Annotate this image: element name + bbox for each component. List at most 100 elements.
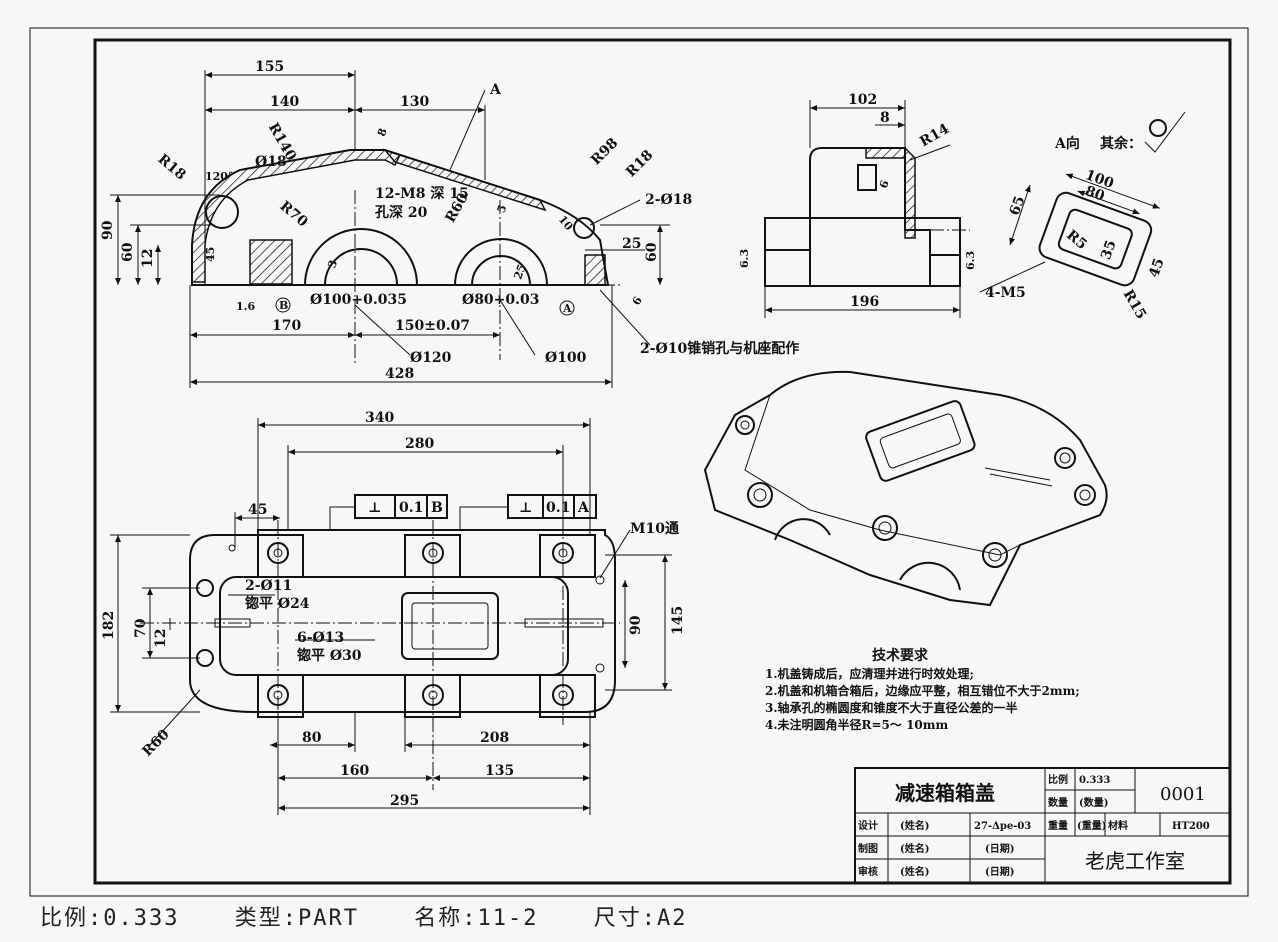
dim-r15: R15 (1120, 287, 1149, 322)
dim-70: 70 (133, 618, 149, 638)
dim-182: 182 (101, 611, 117, 640)
dim-dia100-tol: Ø100+0.035 (310, 292, 407, 308)
dim-280: 280 (405, 436, 434, 452)
datum-b: B (279, 299, 288, 312)
note-6-dia13: 6-Ø13 (297, 630, 344, 646)
dim-r18-right: R18 (623, 147, 656, 180)
footer-size: 尺寸:A2 (593, 906, 688, 931)
dim-170: 170 (272, 318, 301, 334)
roughness-1-6: 1.6 (236, 300, 255, 313)
review-date: (日期) (985, 865, 1014, 878)
weight-value: (重量) (1077, 819, 1106, 832)
dim-140: 140 (270, 94, 299, 110)
dim-130: 130 (400, 94, 429, 110)
roughness-6-3-right: 6.3 (964, 251, 977, 270)
dim-295: 295 (390, 793, 419, 809)
draw-date: (日期) (985, 842, 1014, 855)
note-12-m8: 12-M8 深 15 (375, 185, 469, 202)
rest-label: 其余： (1100, 135, 1142, 152)
datum-a-marker (559, 300, 575, 316)
note-spotface24: 锪平 Ø24 (245, 595, 310, 612)
dim-2-dia18: 2-Ø18 (645, 192, 692, 208)
datum-a: A (562, 302, 572, 315)
note-m10: M10通 (630, 521, 679, 537)
dim-150: 150±0.07 (395, 318, 470, 334)
dim-65: 65 (1007, 194, 1029, 218)
weight-label: 重量 (1048, 819, 1068, 832)
note-pin-holes: 2-Ø10锥销孔与机座配作 (640, 340, 799, 357)
dim-dia100: Ø100 (545, 350, 587, 366)
scale-value: 0.333 (1079, 775, 1110, 786)
dim-8-side: 8 (880, 110, 890, 126)
fcf2-symbol: ⊥ (519, 500, 532, 516)
draw-label: 制图 (858, 842, 878, 855)
dim-r6: 6 (877, 178, 892, 190)
technical-requirements: 技术要求 1.机盖铸成后，应清理并进行时效处理; 2.机盖和机箱合箱后，边缘应平… (765, 647, 1080, 732)
dim-428: 428 (385, 366, 414, 382)
dim-102: 102 (848, 92, 877, 108)
isometric-view (703, 370, 1108, 607)
drawing-number: 27-Δpe-03 (974, 821, 1031, 832)
plan-view: 340 280 45 2-Ø11 锪平 Ø24 6-Ø13 锪平 Ø30 182… (101, 410, 686, 815)
dim-r5: R5 (1063, 227, 1090, 253)
footer-info: 比例:0.333 类型:PART 名称:11-2 尺寸:A2 (40, 900, 727, 932)
tech-line-2: 2.机盖和机箱合箱后，边缘应平整，相互错位不大于2mm; (765, 683, 1080, 698)
dim-dia80-tol: Ø80+0.03 (462, 292, 540, 308)
fcf1-datum: B (431, 500, 443, 516)
reviewer-name: (姓名) (900, 865, 929, 878)
dim-25b: 25 (511, 262, 528, 281)
tech-title: 技术要求 (872, 647, 929, 664)
dim-3: 3 (325, 258, 340, 270)
dim-145: 145 (670, 606, 686, 635)
dim-r18-left: R18 (155, 151, 189, 183)
part-name: 减速箱箱盖 (895, 781, 995, 805)
scale-label: 比例 (1048, 773, 1068, 786)
dim-45-plan: 45 (248, 502, 267, 518)
dim-r60-plan: R60 (139, 726, 172, 759)
fcf1-symbol: ⊥ (368, 500, 381, 516)
dim-340: 340 (365, 410, 394, 426)
dim-35: 35 (1098, 238, 1120, 262)
drafter-name: (姓名) (900, 842, 929, 855)
dim-4-m5: 4-M5 (985, 285, 1026, 301)
tech-line-3: 3.轴承孔的椭圆度和锥度不大于直径公差的一半 (765, 700, 1018, 715)
material-value: HT200 (1172, 821, 1210, 832)
note-depth20: 孔深 20 (375, 204, 428, 221)
material-label: 材料 (1108, 819, 1128, 832)
dim-dia18: Ø18 (255, 154, 287, 170)
designer-name: (姓名) (900, 819, 929, 832)
dim-12-plan: 12 (153, 629, 169, 648)
a-view-label: A向 (1054, 135, 1080, 152)
studio-name: 老虎工作室 (1085, 849, 1185, 873)
front-section-view: 155 140 130 A R140 8 R98 R18 Ø18 120° R1… (100, 59, 799, 388)
inner-frame (93, 38, 1232, 885)
footer-name: 名称:11-2 (414, 906, 539, 931)
dim-196: 196 (850, 294, 879, 310)
qty-value: (数量) (1079, 796, 1108, 809)
dim-90-plan: 90 (628, 615, 644, 635)
tech-line-1: 1.机盖铸成后，应清理并进行时效处理; (765, 666, 974, 681)
drawing-code: 0001 (1160, 784, 1206, 805)
qty-label: 数量 (1048, 796, 1068, 809)
roughness-6-3-left: 6.3 (738, 249, 751, 268)
dim-dia120: Ø120 (410, 350, 452, 366)
fcf2-tolerance: 0.1 (546, 500, 570, 516)
dim-5: 5 (495, 203, 510, 215)
roughness-check (1144, 111, 1186, 153)
dim-120deg: 120° (205, 170, 233, 183)
tech-line-4: 4.未注明圆角半径R=5～ 10mm (765, 717, 948, 732)
side-section-view: 102 8 R14 6 6.3 196 6.3 (738, 92, 977, 318)
dim-135: 135 (485, 763, 514, 779)
outer-frame (29, 27, 1249, 897)
fcf2-datum: A (577, 500, 590, 516)
dim-60-left: 60 (120, 242, 136, 262)
dim-160: 160 (340, 763, 369, 779)
design-label: 设计 (858, 819, 878, 832)
dim-80-plan: 80 (302, 730, 322, 746)
dim-90: 90 (100, 220, 116, 240)
dim-8: 8 (375, 126, 390, 138)
fcf1-tolerance: 0.1 (399, 500, 423, 516)
note-spotface30: 锪平 Ø30 (297, 647, 362, 664)
dim-6: 6 (630, 294, 645, 307)
dim-r70: R70 (277, 198, 311, 230)
